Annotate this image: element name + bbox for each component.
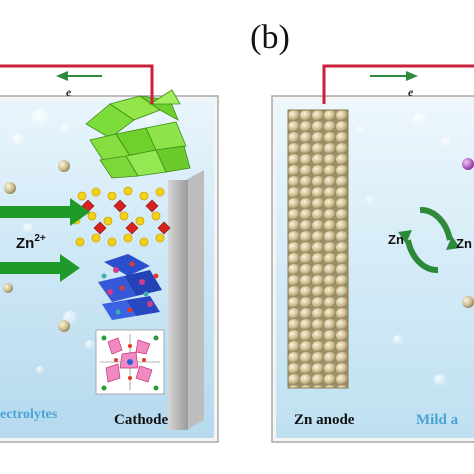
right-electron-arrowhead xyxy=(406,71,418,81)
left-electron-arrowhead xyxy=(56,71,68,81)
zn-ion-arrows xyxy=(0,198,90,282)
zn-ion-symbol: Zn xyxy=(16,235,34,252)
cathode-slab-side xyxy=(186,170,204,430)
right-electron-label: e xyxy=(408,85,414,99)
zn-deposition-cycle-arrows xyxy=(405,207,453,273)
cathode-slab xyxy=(168,180,188,430)
cycle-arrowhead xyxy=(446,236,460,250)
left-electron-label: e xyxy=(66,85,72,99)
right-bubbles xyxy=(356,113,451,386)
cycle-right-label: Zn xyxy=(456,236,472,251)
zn-ion-charge: 2+ xyxy=(34,233,46,244)
cycle-arrowhead xyxy=(398,230,412,244)
zn-ion-sphere xyxy=(58,160,70,172)
left-cell: e Zn2+ ectrolytes Cathode xyxy=(0,64,219,443)
right-external-wire xyxy=(322,64,474,104)
right-cell: Zn Zn e Zn anode Mild a xyxy=(271,64,474,443)
zn-ion-sphere xyxy=(3,283,13,293)
left-external-wire xyxy=(0,64,154,104)
zn-ion-label: Zn2+ xyxy=(16,233,46,252)
zn-ion-sphere xyxy=(462,296,474,308)
panel-label: (b) xyxy=(250,19,290,56)
zn-ion-sphere xyxy=(58,320,70,332)
cathode-spinel-cluster xyxy=(98,254,162,320)
left-electrolyte-label: ectrolytes xyxy=(0,407,58,422)
cathode-unit-cell-inset xyxy=(95,329,165,395)
cathode-label: Cathode xyxy=(114,412,169,428)
zn-anode-stack xyxy=(287,109,349,389)
right-electrolyte-label: Mild a xyxy=(416,412,459,428)
zn-ion-sphere xyxy=(4,182,16,194)
cycle-left-label: Zn xyxy=(388,232,404,247)
cation-sphere-purple xyxy=(462,158,474,170)
cathode-crystal-green xyxy=(85,89,191,179)
zn-anode-label: Zn anode xyxy=(294,412,355,428)
